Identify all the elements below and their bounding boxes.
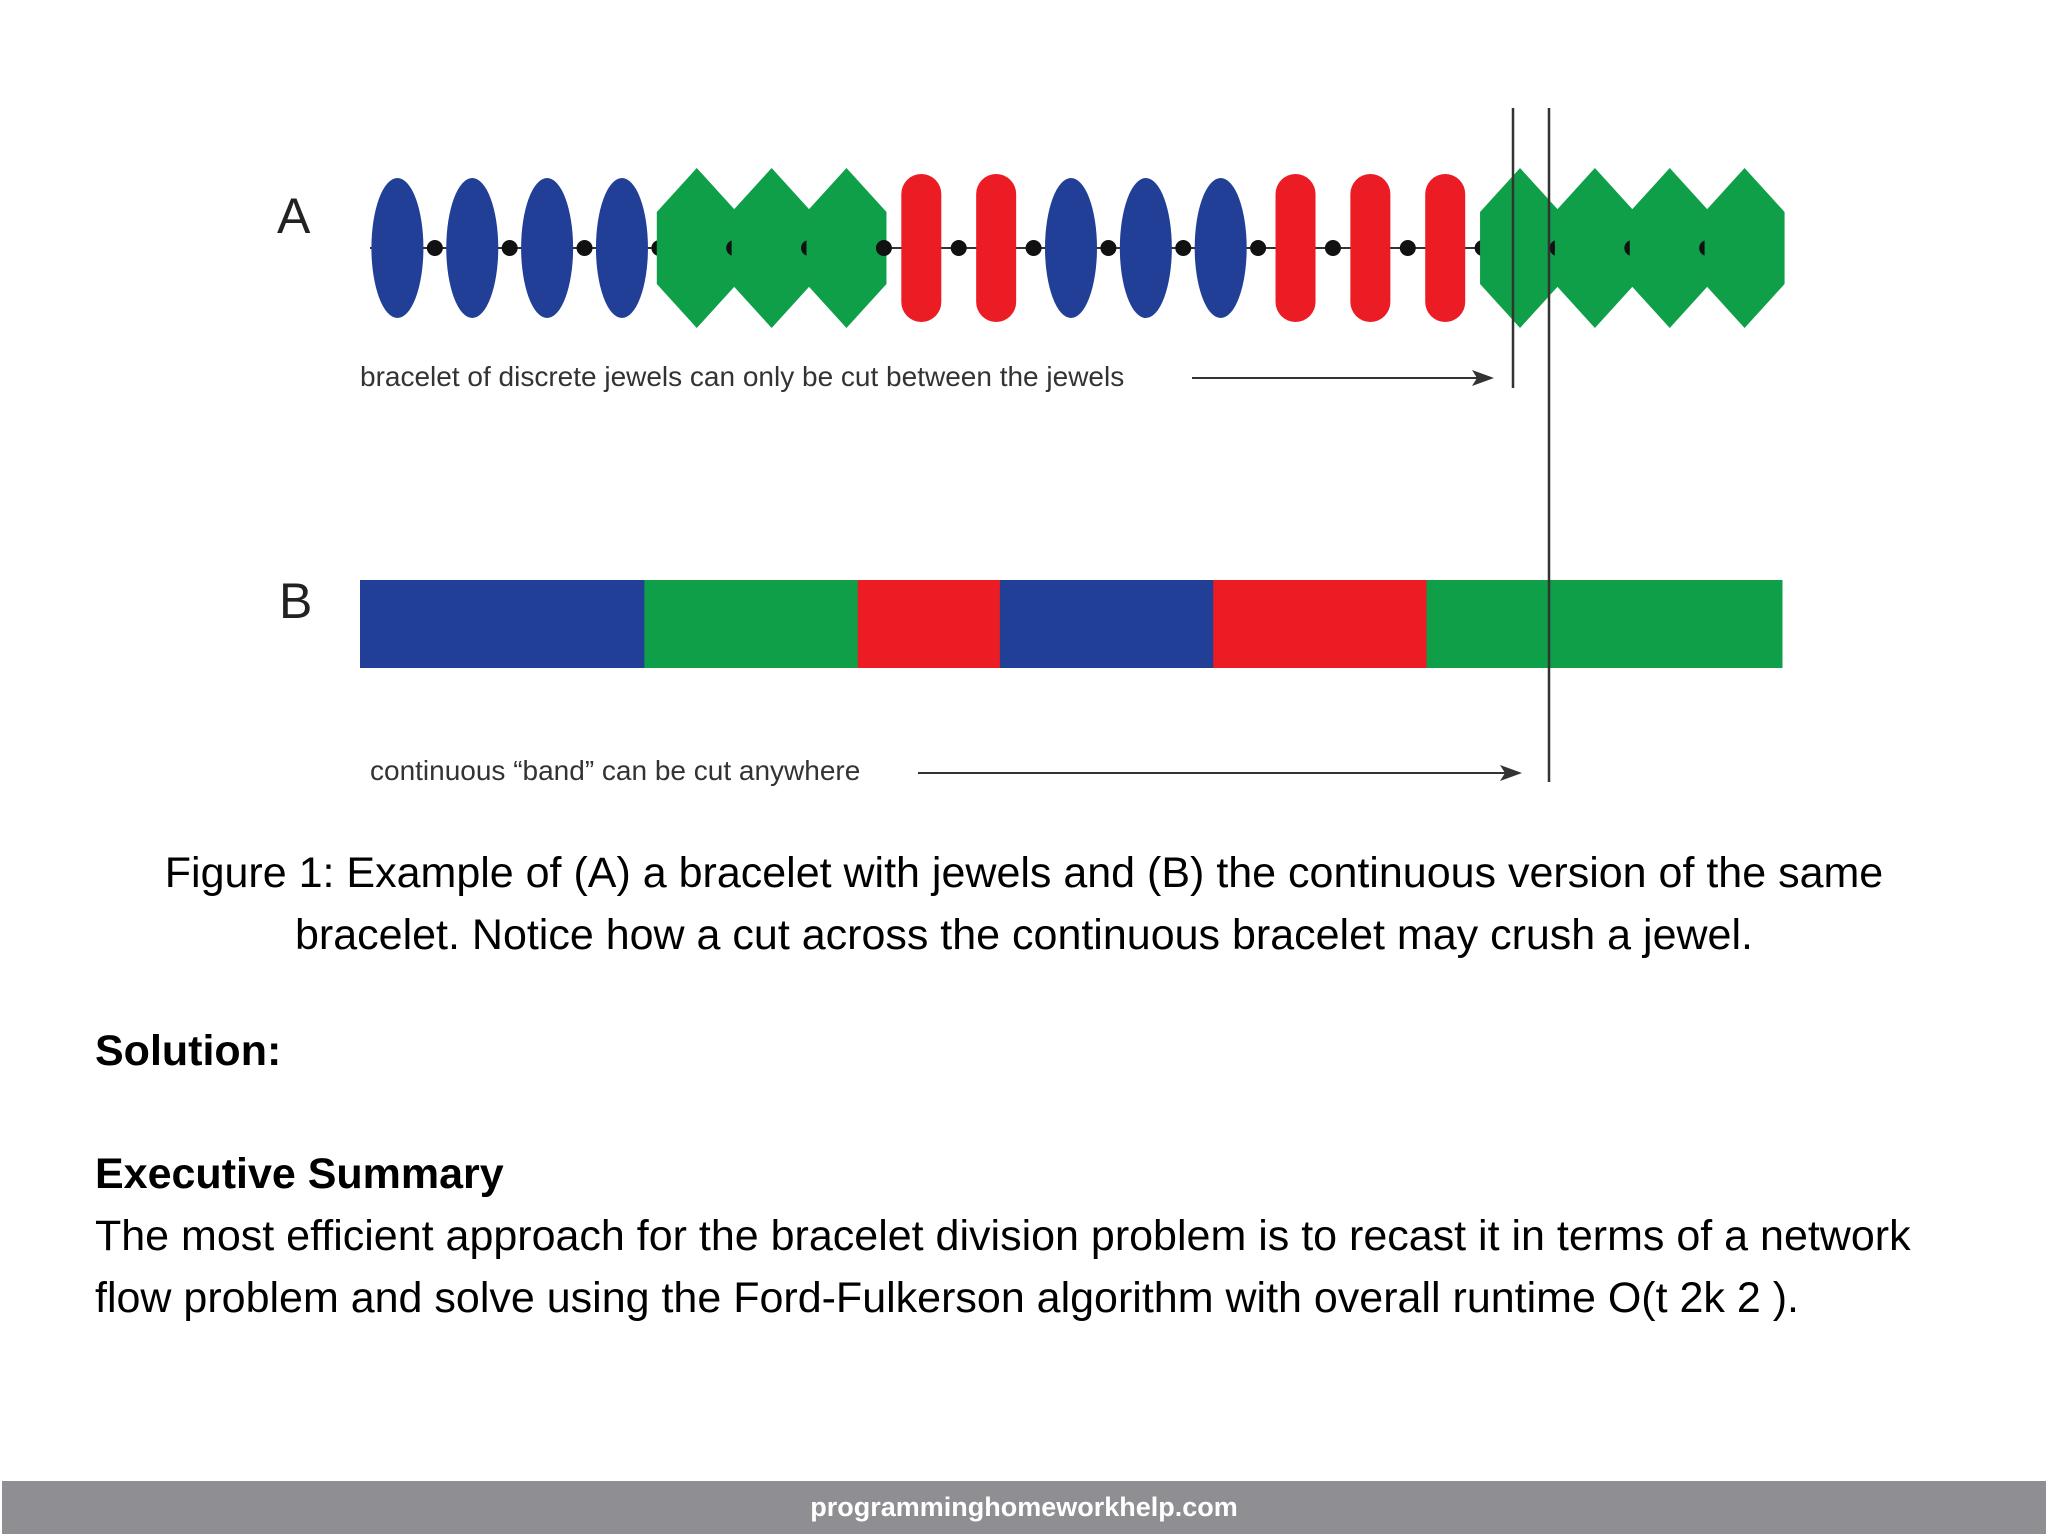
continuous-band — [360, 580, 1783, 668]
figure-caption: Figure 1: Example of (A) a bracelet with… — [164, 849, 1884, 959]
arrow-head-a — [1472, 370, 1494, 386]
bracelet-figure: A B bracelet of discrete jewels can only… — [277, 108, 1785, 786]
jewel-blue — [446, 178, 499, 318]
arrow-head-b — [1500, 765, 1522, 781]
jewel-divider-dot — [1025, 240, 1042, 256]
jewel-red — [976, 174, 1017, 322]
executive-summary-text: The most efficient approach for the brac… — [95, 1212, 1911, 1322]
jewel-divider-dot — [1399, 240, 1416, 256]
jewel-blue — [1045, 178, 1097, 318]
jewel-divider-dot — [1324, 240, 1341, 256]
jewel-green — [731, 168, 812, 328]
jewel-divider-dot — [1100, 240, 1117, 256]
jewel-blue — [1194, 178, 1247, 318]
figure-note-b: continuous “band” can be cut anywhere — [370, 755, 860, 786]
band-segment-green — [1426, 580, 1783, 668]
jewel-red — [1350, 174, 1391, 322]
executive-summary-heading: Executive Summary — [95, 1150, 504, 1198]
jewel-green — [1704, 168, 1785, 328]
jewel-red — [1275, 174, 1316, 322]
jewel-row — [370, 168, 1785, 328]
solution-heading: Solution: — [95, 1027, 282, 1075]
band-segment-red — [1213, 580, 1427, 668]
jewel-green — [1629, 168, 1710, 328]
figure-note-a: bracelet of discrete jewels can only be … — [360, 361, 1124, 392]
jewel-green — [806, 168, 887, 328]
band-segment-blue — [360, 580, 645, 668]
jewel-blue — [521, 178, 574, 318]
figure-label-b: B — [279, 573, 312, 629]
jewel-blue — [371, 178, 424, 318]
jewel-blue — [595, 178, 648, 318]
figure-label-a: A — [277, 188, 311, 244]
jewel-red — [901, 174, 942, 322]
footer-bar: programminghomeworkhelp.com — [2, 1481, 2046, 1534]
jewel-divider-dot — [501, 240, 518, 256]
jewel-divider-dot — [950, 240, 967, 256]
band-segment-red — [857, 580, 1001, 668]
band-segment-blue — [999, 580, 1214, 668]
jewel-red — [1425, 174, 1466, 322]
jewel-green — [656, 168, 737, 328]
jewel-divider-dot — [1250, 240, 1267, 256]
jewel-divider-dot — [576, 240, 593, 256]
jewel-green — [1554, 168, 1635, 328]
jewel-divider-dot — [875, 240, 892, 256]
jewel-divider-dot — [1175, 240, 1192, 256]
jewel-divider-dot — [426, 240, 443, 256]
jewel-blue — [1119, 178, 1172, 318]
jewel-green — [1480, 168, 1561, 328]
footer-website: programminghomeworkhelp.com — [810, 1492, 1238, 1522]
band-segment-green — [644, 580, 859, 668]
